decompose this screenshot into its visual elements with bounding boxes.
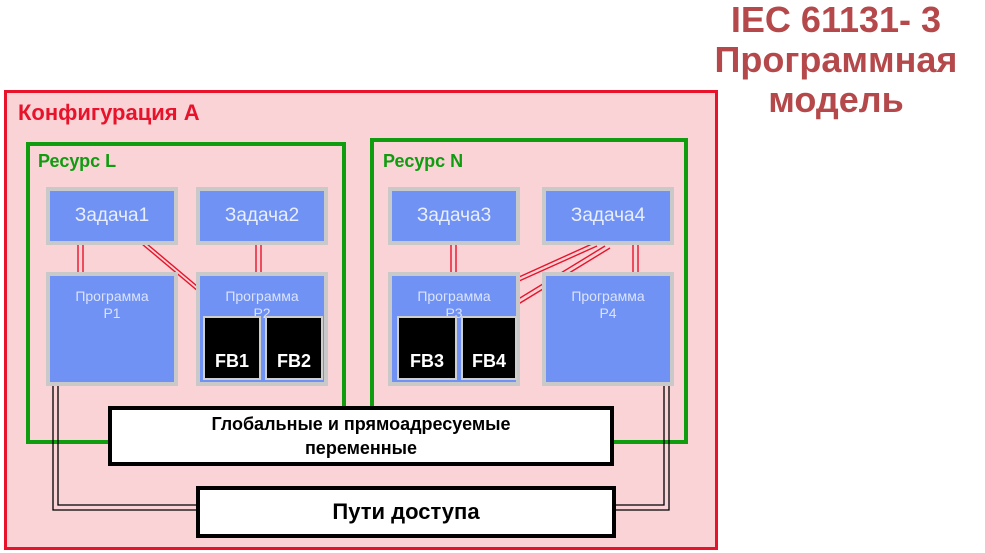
configuration-label: Конфигурация A — [18, 100, 200, 125]
function-block-fb1: FB1 — [203, 316, 261, 380]
program-p4-id: P4 — [599, 305, 617, 321]
resource-n-label: Ресурс N — [383, 151, 464, 171]
program-p1-id: P1 — [103, 305, 121, 321]
program-p4-name: Программа — [571, 288, 645, 304]
task-1: Задача1 — [46, 187, 178, 245]
function-block-fb4: FB4 — [461, 316, 517, 380]
global-vars-line-1: Глобальные и прямоадресуемые — [211, 414, 511, 434]
function-block-fb3: FB3 — [397, 316, 457, 380]
title-line-3: модель — [768, 79, 904, 120]
program-p1-name: Программа — [75, 288, 149, 304]
program-p2-name: Программа — [225, 288, 299, 304]
global-vars-line-2: переменные — [304, 438, 418, 458]
global-variables-box: Глобальные и прямоадресуемые переменные — [108, 406, 614, 466]
task-4: Задача4 — [542, 187, 674, 245]
diagram-title: IEC 61131- 3 Программная модель — [690, 0, 982, 120]
program-p3-name: Программа — [417, 288, 491, 304]
resource-l-label: Ресурс L — [38, 151, 117, 171]
access-paths-box: Пути доступа — [196, 486, 616, 538]
task-3: Задача3 — [388, 187, 520, 245]
title-line-1: IEC 61131- 3 — [730, 0, 942, 40]
program-p1: Программа P1 — [46, 272, 178, 386]
program-p4: Программа P4 — [542, 272, 674, 386]
task-2: Задача2 — [196, 187, 328, 245]
title-line-2: Программная — [714, 39, 958, 80]
function-block-fb2: FB2 — [265, 316, 323, 380]
access-paths-label: Пути доступа — [332, 499, 480, 524]
